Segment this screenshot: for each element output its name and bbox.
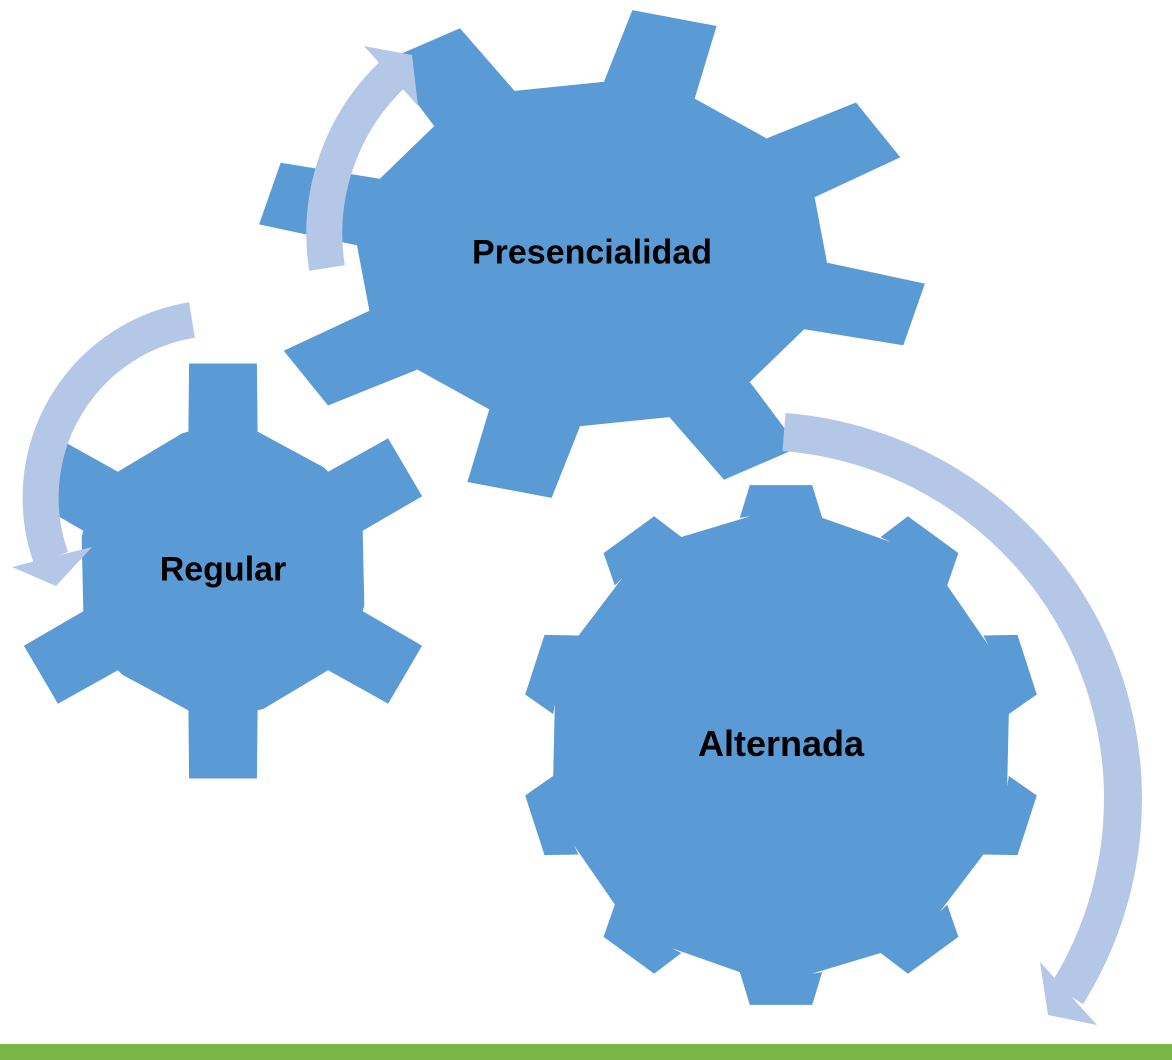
footer-bar: [0, 1044, 1172, 1060]
arrow-regular: [22, 302, 196, 565]
arrow-presencialidad: [306, 60, 406, 271]
arrow-head-regular: [12, 547, 92, 586]
gear-alternada: [525, 485, 1037, 1005]
arrow-head-presencialidad: [364, 46, 418, 106]
arrow-alternada: [782, 413, 1142, 1005]
gear-label-regular: Regular: [159, 550, 287, 589]
gear-presencialidad: [259, 10, 925, 498]
gear-label-presencialidad: Presencialidad: [471, 233, 713, 272]
arrow-head-alternada: [1040, 962, 1097, 1025]
gear-label-alternada: Alternada: [697, 723, 865, 764]
gear-regular: [23, 363, 423, 779]
